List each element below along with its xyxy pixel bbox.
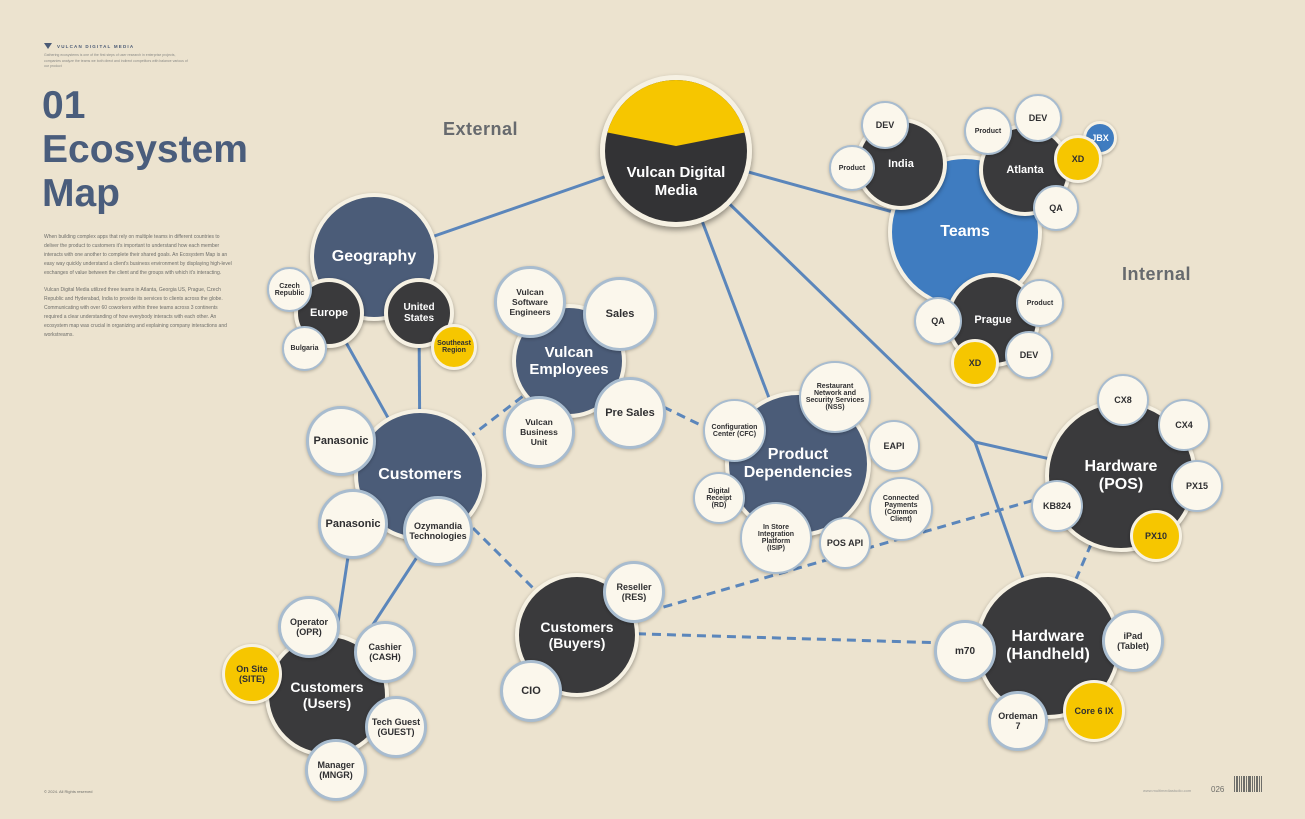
node-panasonic-1[interactable]: Panasonic	[306, 406, 376, 476]
node-united-states[interactable]: United States	[384, 278, 454, 348]
node-prague-dev[interactable]: DEV	[1005, 331, 1053, 379]
node-m70[interactable]: m70	[934, 620, 996, 682]
hub-label: Vulcan Digital Media	[626, 164, 726, 199]
node-digital-receipt[interactable]: Digital Receipt (RD)	[693, 472, 745, 524]
node-czech-republic[interactable]: Czech Republic	[267, 267, 312, 312]
node-cx4[interactable]: CX4	[1158, 399, 1210, 451]
node-atlanta-xd[interactable]: XD	[1054, 135, 1102, 183]
node-prague-qa[interactable]: QA	[914, 297, 962, 345]
node-kb824[interactable]: KB824	[1031, 480, 1083, 532]
node-connected-payments[interactable]: Connected Payments (Common Client)	[869, 477, 933, 541]
node-vulcan-software-engineers[interactable]: Vulcan Software Engineers	[494, 266, 566, 338]
node-px15[interactable]: PX15	[1171, 460, 1223, 512]
node-reseller[interactable]: Reseller (RES)	[603, 561, 665, 623]
node-restaurant-network[interactable]: Restaurant Network and Security Services…	[799, 361, 871, 433]
brand-header: VULCAN DIGITAL MEDIA	[44, 43, 134, 49]
node-atlanta-qa[interactable]: QA	[1033, 185, 1079, 231]
node-ordeman-7[interactable]: Ordeman 7	[988, 691, 1048, 751]
node-bulgaria[interactable]: Bulgaria	[282, 326, 327, 371]
node-pos-api[interactable]: POS API	[819, 517, 871, 569]
heart-logo-icon	[44, 43, 52, 49]
node-prague-product[interactable]: Product	[1016, 279, 1064, 327]
node-ozymandia-technologies[interactable]: Ozymandia Technologies	[403, 496, 473, 566]
node-panasonic-2[interactable]: Panasonic	[318, 489, 388, 559]
node-tech-guest[interactable]: Tech Guest (GUEST)	[365, 696, 427, 758]
node-pre-sales[interactable]: Pre Sales	[594, 377, 666, 449]
footer-copyright: © 2024. All Rights reserved	[44, 789, 93, 794]
node-ipad-tablet[interactable]: iPad (Tablet)	[1102, 610, 1164, 672]
barcode-icon	[1234, 776, 1262, 792]
node-india-dev[interactable]: DEV	[861, 101, 909, 149]
node-cashier[interactable]: Cashier (CASH)	[354, 621, 416, 683]
intro-paragraph-2: Vulcan Digital Media utilized three team…	[44, 287, 227, 338]
brand-name: VULCAN DIGITAL MEDIA	[57, 43, 135, 49]
node-sales[interactable]: Sales	[583, 277, 657, 351]
node-southeast-region[interactable]: Southeast Region	[431, 324, 477, 370]
node-in-store-integration[interactable]: In Store Integration Platform (ISIP)	[740, 502, 812, 574]
node-vulcan-business-unit[interactable]: Vulcan Business Unit	[503, 396, 575, 468]
node-manager[interactable]: Manager (MNGR)	[305, 739, 367, 801]
node-operator[interactable]: Operator (OPR)	[278, 596, 340, 658]
hub-shape	[605, 80, 747, 222]
cube-box-icon	[606, 81, 632, 101]
link-buyers-pos	[576, 473, 1122, 634]
intro-paragraph-1: When building complex apps that rely on …	[44, 234, 232, 276]
node-eapi[interactable]: EAPI	[868, 420, 920, 472]
external-label: External	[443, 119, 519, 139]
internal-label: Internal	[1122, 264, 1192, 284]
page-title: 01 Ecosystem Map	[42, 84, 248, 215]
node-prague-xd[interactable]: XD	[951, 339, 999, 387]
intro-body: When building complex apps that rely on …	[44, 233, 234, 348]
node-cx8[interactable]: CX8	[1097, 374, 1149, 426]
node-atlanta-product[interactable]: Product	[964, 107, 1012, 155]
node-on-site[interactable]: On Site (SITE)	[222, 644, 282, 704]
node-core-6-ix[interactable]: Core 6 IX	[1063, 680, 1125, 742]
footer-url[interactable]: www.multimediastudio.com	[1143, 788, 1192, 793]
node-cio[interactable]: CIO	[500, 660, 562, 722]
brand-intro: Gathering ecosystems is one of the first…	[44, 53, 188, 68]
node-india-product[interactable]: Product	[829, 145, 875, 191]
hub-vulcan-digital-media[interactable]: Vulcan Digital Media	[600, 75, 752, 227]
node-px10[interactable]: PX10	[1130, 510, 1182, 562]
node-atlanta-dev[interactable]: DEV	[1014, 94, 1062, 142]
node-configuration-center[interactable]: Configuration Center (CFC)	[703, 399, 766, 462]
page-number: 026	[1211, 785, 1225, 794]
